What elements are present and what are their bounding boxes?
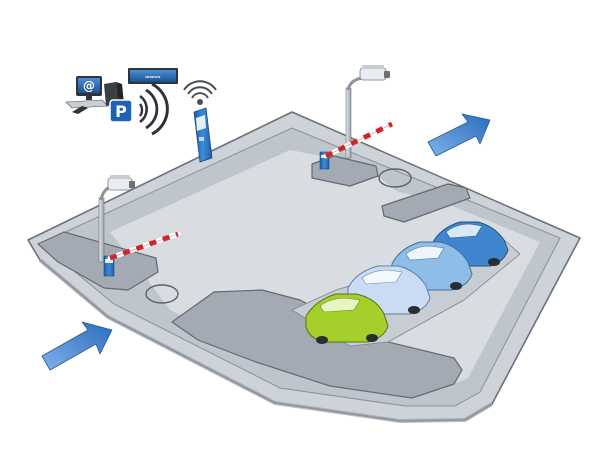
- entry-gate: [103, 231, 181, 277]
- email-monitor-icon: @: [65, 76, 109, 114]
- security-camera-icon: [107, 175, 135, 191]
- email-symbol: @: [83, 79, 95, 93]
- entry-camera-post: [98, 175, 135, 263]
- wireless-signal-icon: [183, 80, 217, 105]
- entry-arrow-icon: [41, 321, 113, 371]
- loop-detector-exit: [378, 168, 412, 188]
- exit-barrier-arm: [323, 121, 395, 159]
- exit-gate: [319, 121, 395, 170]
- lot-edge-shadow: [38, 258, 494, 423]
- car-lime-green: [305, 293, 389, 344]
- security-camera-icon: [359, 65, 390, 81]
- exit-camera-post: [345, 65, 390, 159]
- parking-sign-icon: P: [109, 99, 133, 123]
- parking-symbol: P: [115, 102, 127, 121]
- entry-barrier-arm: [107, 231, 181, 261]
- central-kiosk: [183, 80, 217, 163]
- entry-island: [37, 231, 159, 291]
- back-office-system: @ PARKSOL P: [65, 68, 178, 136]
- loop-detector-entry: [145, 284, 179, 304]
- side-island: [381, 183, 471, 223]
- exit-arrow-icon: [427, 113, 491, 157]
- kiosk-icon: [193, 107, 213, 163]
- monitor-icon: PARKSOL: [128, 68, 178, 84]
- central-island: [171, 289, 463, 399]
- exit-kiosk-icon: [319, 151, 330, 170]
- brand-logo-text: PARKSOL: [145, 75, 161, 79]
- entry-camera-pole: [98, 197, 105, 263]
- wireless-signal-icon: [138, 82, 169, 136]
- parked-cars: [305, 221, 509, 344]
- vehicle-loop-detectors: [145, 168, 412, 304]
